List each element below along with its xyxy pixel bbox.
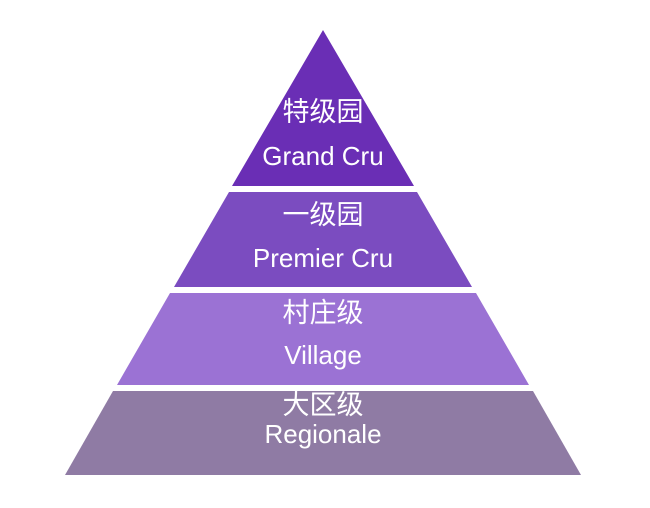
- tier-premier-cru: 一级园 Premier Cru: [174, 192, 472, 287]
- tier-village-label-cn: 村庄级: [283, 298, 364, 328]
- tier-grand-cru-label-en: Grand Cru: [262, 141, 383, 171]
- tier-regionale: 大区级 Regionale: [65, 390, 581, 475]
- tier-grand-cru-shape: [232, 30, 414, 186]
- tier-premier-cru-label-en: Premier Cru: [253, 243, 393, 273]
- tier-village-shape: [117, 293, 529, 385]
- tier-regionale-label-en: Regionale: [264, 419, 381, 449]
- tier-village: 村庄级 Village: [117, 293, 529, 385]
- tier-regionale-shape: [65, 391, 581, 475]
- tier-premier-cru-label-cn: 一级园: [283, 200, 364, 230]
- tier-grand-cru: 特级园 Grand Cru: [232, 30, 414, 186]
- tier-village-label-en: Village: [284, 340, 362, 370]
- tier-premier-cru-shape: [174, 192, 472, 287]
- tier-regionale-label-cn: 大区级: [283, 390, 364, 420]
- tier-grand-cru-label-cn: 特级园: [283, 97, 364, 127]
